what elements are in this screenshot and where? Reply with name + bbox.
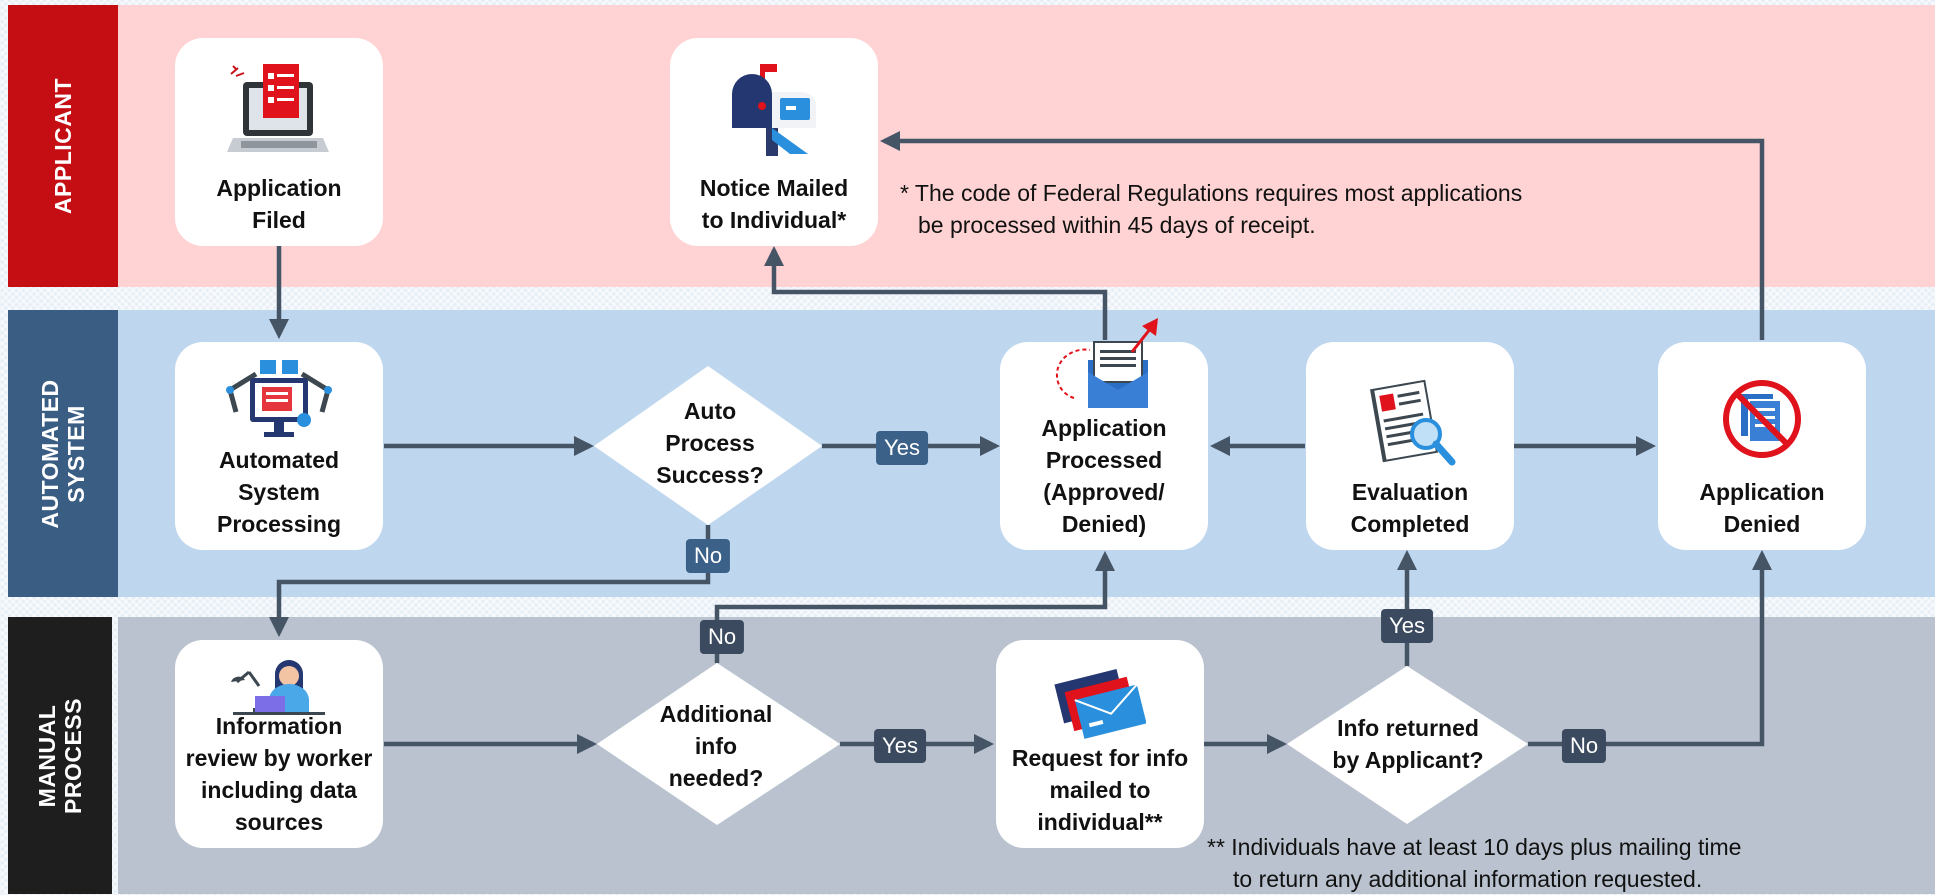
auto-process-success-label: Auto Process Success? (656, 398, 764, 488)
auto-no-badge: No (685, 539, 731, 573)
notice-mailed-node: Notice Mailed to Individual* (670, 38, 878, 246)
application-denied-node: Application Denied (1658, 342, 1866, 550)
information-review-node: Information review by worker including d… (175, 640, 383, 848)
returned-yes-badge: Yes (1381, 609, 1433, 643)
additional-yes-badge: Yes (874, 729, 926, 763)
sent-envelope-icon (1044, 316, 1164, 417)
evaluation-completed-node: Evaluation Completed (1306, 342, 1514, 550)
returned-no-badge: No (1561, 729, 1607, 763)
evaluation-completed-label: Evaluation Completed (1350, 479, 1470, 537)
request-for-info-node: Request for info mailed to individual** (996, 640, 1204, 848)
automated-processing-label: Automated System Processing (217, 447, 341, 537)
automated-lane-tab: AUTOMATED SYSTEM (8, 310, 118, 597)
robotic-arms-computer-icon (222, 354, 336, 449)
resume-magnifier-icon (1362, 376, 1458, 473)
auto-process-decision-diamond (594, 366, 822, 525)
arrow-returned-no-to-denied (1528, 549, 1773, 747)
info-returned-label: Info returned by Applicant? (1332, 715, 1484, 773)
worker-at-laptop-icon (229, 652, 329, 721)
mailbox-icon (726, 62, 822, 163)
automated-processing-node: Automated System Processing (175, 342, 383, 550)
additional-no-badge: No (699, 620, 745, 654)
request-for-info-label: Request for info mailed to individual** (1011, 745, 1189, 835)
manual-lane-tab: MANUAL PROCESS (8, 617, 112, 894)
applicant-lane-tab: APPLICANT (8, 5, 118, 287)
individuals-note-line2: to return any additional information req… (1233, 866, 1703, 892)
arrow-processed-to-notice (763, 245, 1108, 340)
additional-info-decision-diamond (597, 663, 840, 825)
additional-info-needed-label: Additional info needed? (659, 701, 773, 791)
information-review-label: Information review by worker including d… (185, 713, 373, 835)
no-documents-icon (1719, 376, 1805, 467)
application-denied-label: Application Denied (1699, 479, 1825, 537)
individuals-note-line1: ** Individuals have at least 10 days plu… (1207, 834, 1742, 860)
laptop-checklist-icon (227, 60, 331, 161)
federal-regulations-note-line1: * The code of Federal Regulations requir… (900, 180, 1523, 206)
application-filed-node: Application Filed (175, 38, 383, 246)
application-filed-label: Application Filed (216, 175, 342, 233)
application-processed-node: Application Processed (Approved/ Denied) (1000, 318, 1208, 550)
applicant-lane-background (118, 5, 1935, 287)
info-returned-decision-diamond (1287, 666, 1528, 824)
arrow-denied-to-notice (879, 130, 1765, 340)
application-processed-label: Application Processed (Approved/ Denied) (1041, 415, 1167, 537)
auto-yes-badge: Yes (876, 431, 928, 465)
notice-mailed-label: Notice Mailed to Individual* (699, 175, 849, 233)
federal-regulations-note-line2: be processed within 45 days of receipt. (918, 212, 1316, 238)
stacked-envelopes-icon (1054, 664, 1147, 745)
applicant-lane: APPLICANT (0, 5, 1935, 287)
